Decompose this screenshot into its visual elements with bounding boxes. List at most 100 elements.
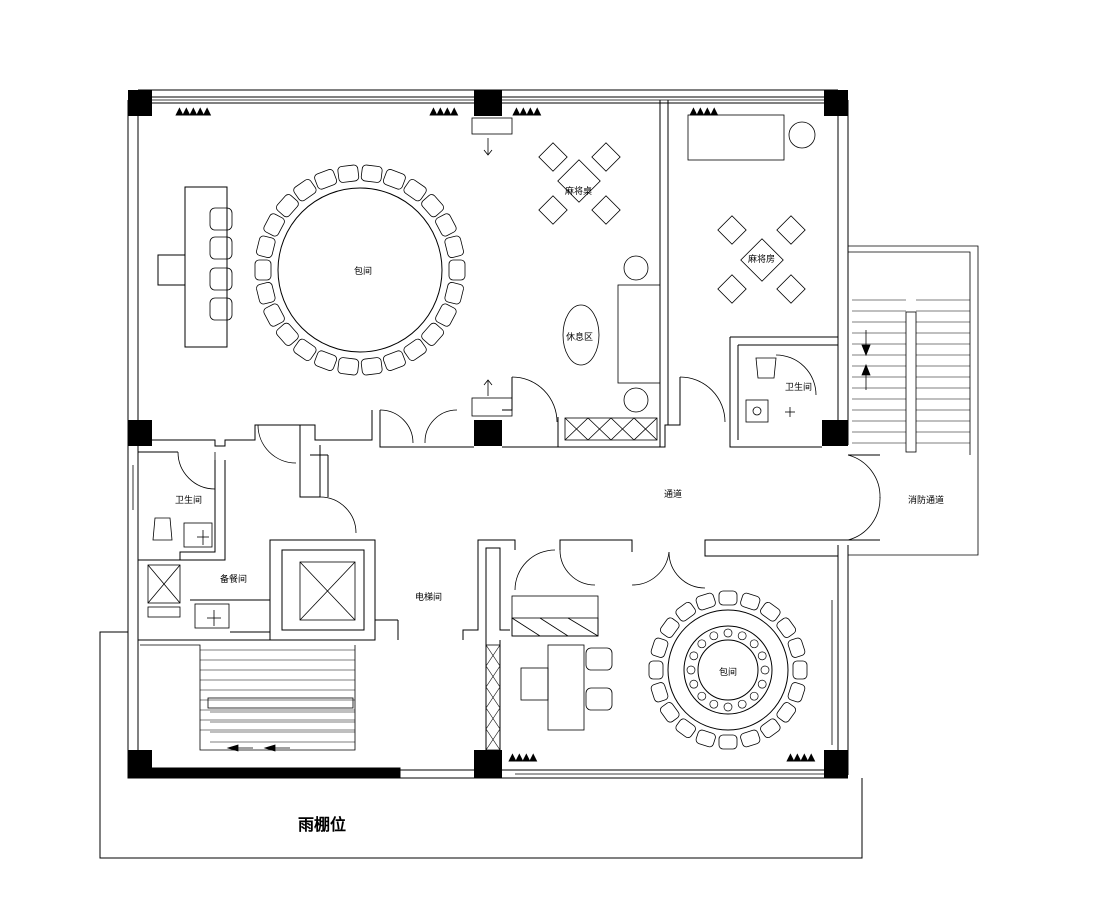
banquet-chairs-south <box>648 590 808 750</box>
chair <box>314 169 338 190</box>
room-labels: 包间 麻将桌 麻将房 休息区 卫生间 卫生间 通道 消防通道 备餐间 电梯间 包… <box>175 185 944 834</box>
svg-text:▲▲▲▲: ▲▲▲▲ <box>513 107 541 117</box>
plate <box>737 699 747 709</box>
chair <box>293 179 317 202</box>
chair <box>263 303 285 327</box>
plate <box>723 628 733 638</box>
chair <box>776 702 797 723</box>
chair <box>650 682 669 703</box>
chair <box>659 702 680 723</box>
svg-text:▲▲▲▲▲: ▲▲▲▲▲ <box>176 107 211 117</box>
chair <box>403 338 427 361</box>
chair <box>403 179 427 202</box>
plate <box>697 691 707 701</box>
label-prep-room: 备餐间 <box>220 573 247 585</box>
chair <box>421 322 444 346</box>
chair <box>382 169 406 190</box>
chair <box>650 637 669 658</box>
chair <box>276 194 299 218</box>
label-elevator-hall: 电梯间 <box>415 591 442 603</box>
chair <box>360 357 383 376</box>
chair <box>435 303 457 327</box>
chair <box>337 164 360 183</box>
chair <box>787 637 806 658</box>
staircase-southwest <box>140 644 356 752</box>
chair <box>276 322 299 346</box>
chair <box>444 282 464 305</box>
chair <box>648 660 664 680</box>
label-lounge-area: 休息区 <box>566 331 593 343</box>
sideboard-north <box>157 186 233 348</box>
chair <box>256 235 276 258</box>
chair <box>740 729 761 748</box>
label-fire-escape: 消防通道 <box>908 494 944 506</box>
plate <box>749 639 759 649</box>
prep-room-fixtures <box>147 564 230 629</box>
label-mahjong-room: 麻将房 <box>748 253 775 265</box>
chair <box>776 617 797 638</box>
canopy-outline <box>99 631 863 859</box>
plate <box>749 691 759 701</box>
plate <box>709 699 719 709</box>
doors <box>177 354 881 591</box>
svg-text:▲▲▲▲: ▲▲▲▲ <box>690 107 718 117</box>
restroom-west-fixtures <box>152 517 213 548</box>
mahjong-room-set <box>687 114 816 304</box>
plate <box>737 631 747 641</box>
plate <box>689 679 699 689</box>
plate <box>757 651 767 661</box>
interior-walls <box>138 100 880 750</box>
mahjong-table-set <box>538 142 621 225</box>
label-restroom-east: 卫生间 <box>785 381 812 393</box>
plate <box>709 631 719 641</box>
chair <box>659 617 680 638</box>
chair <box>448 259 466 281</box>
label-restroom-west: 卫生间 <box>175 494 202 506</box>
plate <box>723 702 733 712</box>
plate <box>686 665 696 675</box>
chair <box>263 213 285 237</box>
chair <box>314 350 338 371</box>
elevator-car <box>299 561 356 621</box>
banquet-table-north <box>254 164 466 376</box>
chair <box>675 718 696 739</box>
chair <box>435 213 457 237</box>
label-mahjong-table: 麻将桌 <box>565 185 592 197</box>
plate <box>757 679 767 689</box>
chair <box>293 338 317 361</box>
chair <box>760 718 781 739</box>
chair <box>382 350 406 371</box>
chair <box>787 682 806 703</box>
label-canopy: 雨棚位 <box>298 815 346 834</box>
chair <box>444 235 464 258</box>
chair <box>675 601 696 622</box>
svg-text:▲▲▲▲: ▲▲▲▲ <box>430 107 458 117</box>
chair <box>792 660 808 680</box>
plate <box>760 665 770 675</box>
chair <box>695 592 716 611</box>
restroom-east-fixtures <box>745 357 795 423</box>
label-banquet-room-north: 包间 <box>354 265 372 277</box>
plate <box>697 639 707 649</box>
place-settings-south <box>686 628 770 712</box>
chair <box>760 601 781 622</box>
chair <box>254 259 272 281</box>
south-room-furniture <box>485 595 613 751</box>
chair <box>337 357 360 376</box>
staircase-east <box>848 245 979 556</box>
label-banquet-room-south: 包间 <box>719 666 737 678</box>
chair <box>360 164 383 183</box>
chair <box>718 590 738 606</box>
svg-text:▲▲▲▲: ▲▲▲▲ <box>509 753 537 763</box>
plate <box>689 651 699 661</box>
door-arrows <box>471 117 513 417</box>
structural-columns <box>128 90 848 778</box>
chair <box>695 729 716 748</box>
chair <box>740 592 761 611</box>
svg-text:▲▲▲▲: ▲▲▲▲ <box>787 753 815 763</box>
lounge-area-set <box>562 255 661 441</box>
banquet-table-south <box>648 590 808 750</box>
chair <box>718 734 738 750</box>
chair <box>256 282 276 305</box>
